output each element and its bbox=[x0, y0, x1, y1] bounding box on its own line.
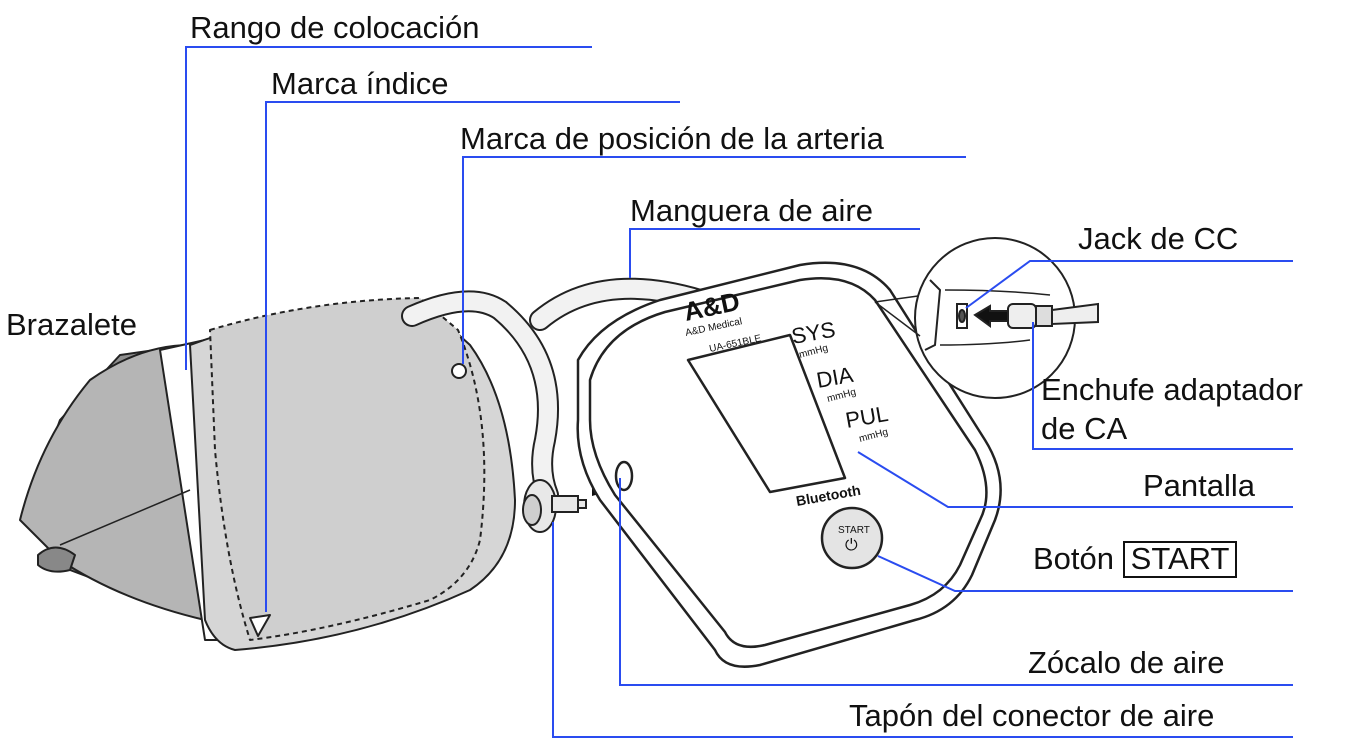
label-rango-colocacion: Rango de colocación bbox=[190, 10, 480, 45]
inset-housing bbox=[924, 279, 942, 351]
label-pantalla: Pantalla bbox=[1143, 468, 1256, 503]
monitor bbox=[576, 261, 1002, 668]
cuff-d-ring bbox=[37, 546, 76, 573]
label-boton: Botón bbox=[1033, 541, 1115, 576]
label-enchufe-1: Enchufe adaptador bbox=[1041, 372, 1303, 407]
cuff-velcro bbox=[209, 297, 486, 641]
cuff-fold-line bbox=[59, 489, 191, 546]
adapter-cable bbox=[1051, 302, 1099, 326]
start-button[interactable] bbox=[820, 506, 884, 570]
leader-manguera bbox=[629, 228, 920, 278]
air-hose bbox=[401, 277, 711, 506]
power-icon: ⏻ bbox=[845, 537, 858, 554]
leader-pantalla bbox=[857, 451, 1293, 508]
inset-housing-edge-2 bbox=[939, 339, 1031, 346]
artery-mark bbox=[451, 363, 467, 379]
cuff bbox=[19, 297, 516, 651]
leader-tapon bbox=[552, 522, 1293, 738]
air-socket bbox=[614, 460, 634, 492]
label-marca-indice: Marca índice bbox=[271, 66, 449, 101]
label-brazalete: Brazalete bbox=[6, 307, 137, 342]
leader-marca-arteria bbox=[462, 156, 966, 364]
adapter-plug-collar bbox=[1035, 305, 1053, 327]
label-jack-cc: Jack de CC bbox=[1078, 221, 1239, 256]
dc-jack-pin bbox=[958, 309, 966, 323]
inset-housing-edge bbox=[944, 289, 1051, 296]
label-manguera: Manguera de aire bbox=[630, 193, 873, 228]
inset-pointer-2 bbox=[874, 301, 921, 337]
hose-top-inner bbox=[531, 279, 709, 329]
leader-jack bbox=[965, 260, 1293, 309]
leader-marca-indice bbox=[265, 101, 680, 612]
plug-face bbox=[522, 494, 542, 526]
leader-rango bbox=[185, 46, 592, 370]
dc-jack-inset bbox=[874, 237, 1099, 399]
index-mark bbox=[249, 614, 271, 637]
leader-enchufe bbox=[1032, 322, 1293, 450]
label-tapon: Tapón del conector de aire bbox=[849, 698, 1215, 733]
adapter-plug-head bbox=[1007, 303, 1037, 329]
leader-boton bbox=[877, 555, 1293, 592]
air-plug bbox=[522, 479, 587, 533]
hose-inner bbox=[403, 292, 557, 504]
inset-pointer bbox=[874, 295, 919, 303]
label-enchufe-2: de CA bbox=[1041, 411, 1128, 446]
label-boton-start: Botón START bbox=[1033, 541, 1238, 578]
label-marca-arteria: Marca de posición de la arteria bbox=[460, 121, 884, 156]
label-zocalo: Zócalo de aire bbox=[1028, 645, 1225, 680]
leader-lines bbox=[185, 46, 1293, 738]
plug-nozzle bbox=[551, 495, 579, 513]
plug-tip bbox=[577, 499, 587, 509]
leader-zocalo bbox=[619, 478, 1293, 686]
display-window bbox=[686, 333, 847, 494]
start-key-box: START bbox=[1122, 541, 1238, 578]
start-label: START bbox=[838, 525, 870, 536]
